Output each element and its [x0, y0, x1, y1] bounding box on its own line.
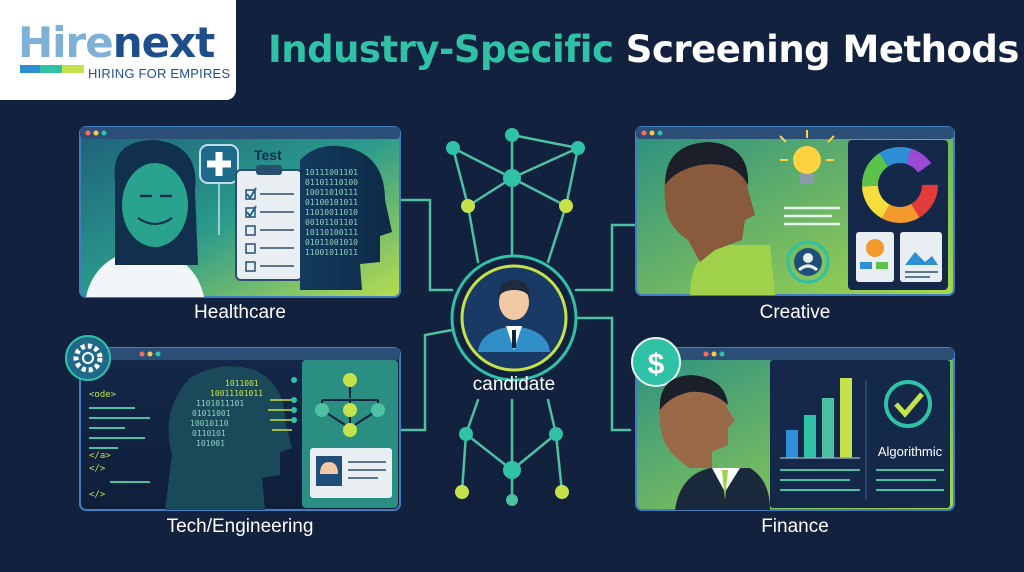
finance-panel: $ Algorithmic: [631, 337, 955, 511]
svg-text:01011001010: 01011001010: [305, 238, 358, 247]
svg-text:10110100111: 10110100111: [305, 228, 358, 237]
svg-text:1011001: 1011001: [225, 379, 259, 388]
color-wheel-icon: [862, 147, 938, 223]
svg-text:01011001: 01011001: [192, 409, 231, 418]
svg-text:11001011011: 11001011011: [305, 248, 358, 257]
code-line-4: </>: [89, 490, 106, 500]
logo[interactable]: Hirenext HIRING FOR EMPIRES: [0, 0, 236, 100]
svg-text:01100101011: 01100101011: [305, 198, 358, 207]
svg-text:0110101: 0110101: [192, 429, 226, 438]
engineer-silhouette: 1011001 10011101011 1101011101 01011001 …: [165, 366, 297, 510]
connector-healthcare: [398, 198, 454, 292]
svg-text:10011010111: 10011010111: [305, 188, 358, 197]
finance-person: [659, 375, 770, 510]
candidate-avatar: [478, 280, 550, 352]
svg-text:$: $: [648, 348, 665, 381]
nurse-figure: [86, 140, 204, 297]
connector-finance: [574, 316, 632, 432]
lightbulb-icon: [779, 130, 835, 184]
svg-text:10011101011: 10011101011: [210, 389, 263, 398]
creative-panel: [635, 126, 955, 296]
code-line-3: </>: [89, 464, 106, 474]
bar-chart-icon: [780, 378, 860, 491]
dollar-icon: $: [631, 337, 681, 387]
checkmark-icon: [884, 380, 932, 428]
svg-text:01101110100: 01101110100: [305, 178, 358, 187]
clipboard-icon: [235, 165, 303, 281]
svg-text:10010110: 10010110: [190, 419, 229, 428]
tech-panel: <ode> </a> </> </> 1011001 10011101011 1…: [65, 335, 401, 511]
creative-person: [664, 142, 775, 295]
flowchart-icon: [315, 373, 385, 437]
algorithmic-badge: Algorithmic: [878, 444, 943, 459]
user-icon: [786, 240, 830, 284]
svg-text:101001: 101001: [196, 439, 225, 448]
test-label: Test: [254, 147, 282, 163]
svg-text:10111001101: 10111001101: [305, 168, 358, 177]
svg-text:00101101101: 00101101101: [305, 218, 358, 227]
logo-wordmark: Hirenext: [18, 18, 215, 67]
code-line-1: <ode>: [89, 390, 117, 400]
network-nodes: [446, 128, 585, 506]
brain-icon: [310, 448, 392, 498]
creative-label: Creative: [759, 302, 831, 323]
code-line-2: </a>: [89, 451, 111, 461]
svg-text:11010011010: 11010011010: [305, 208, 358, 217]
connector-tech: [398, 328, 454, 432]
svg-text:1101011101: 1101011101: [196, 399, 244, 408]
candidate-label: candidate: [472, 374, 556, 395]
finance-label: Finance: [761, 516, 829, 537]
candidate-hub: [450, 254, 578, 382]
page-title: Industry-Specific Screening Methods: [268, 28, 1019, 71]
healthcare-label: Healthcare: [194, 302, 286, 323]
healthcare-panel: Test 10111001101 01101110100 10011010111…: [79, 126, 401, 298]
logo-stripes: [20, 65, 84, 73]
logo-tagline: HIRING FOR EMPIRES: [88, 66, 231, 81]
binary-head: 10111001101 01101110100 10011010111 0110…: [300, 145, 392, 290]
connector-creative: [574, 223, 638, 292]
gear-icon: [65, 335, 111, 381]
tech-label: Tech/Engineering: [166, 516, 314, 537]
